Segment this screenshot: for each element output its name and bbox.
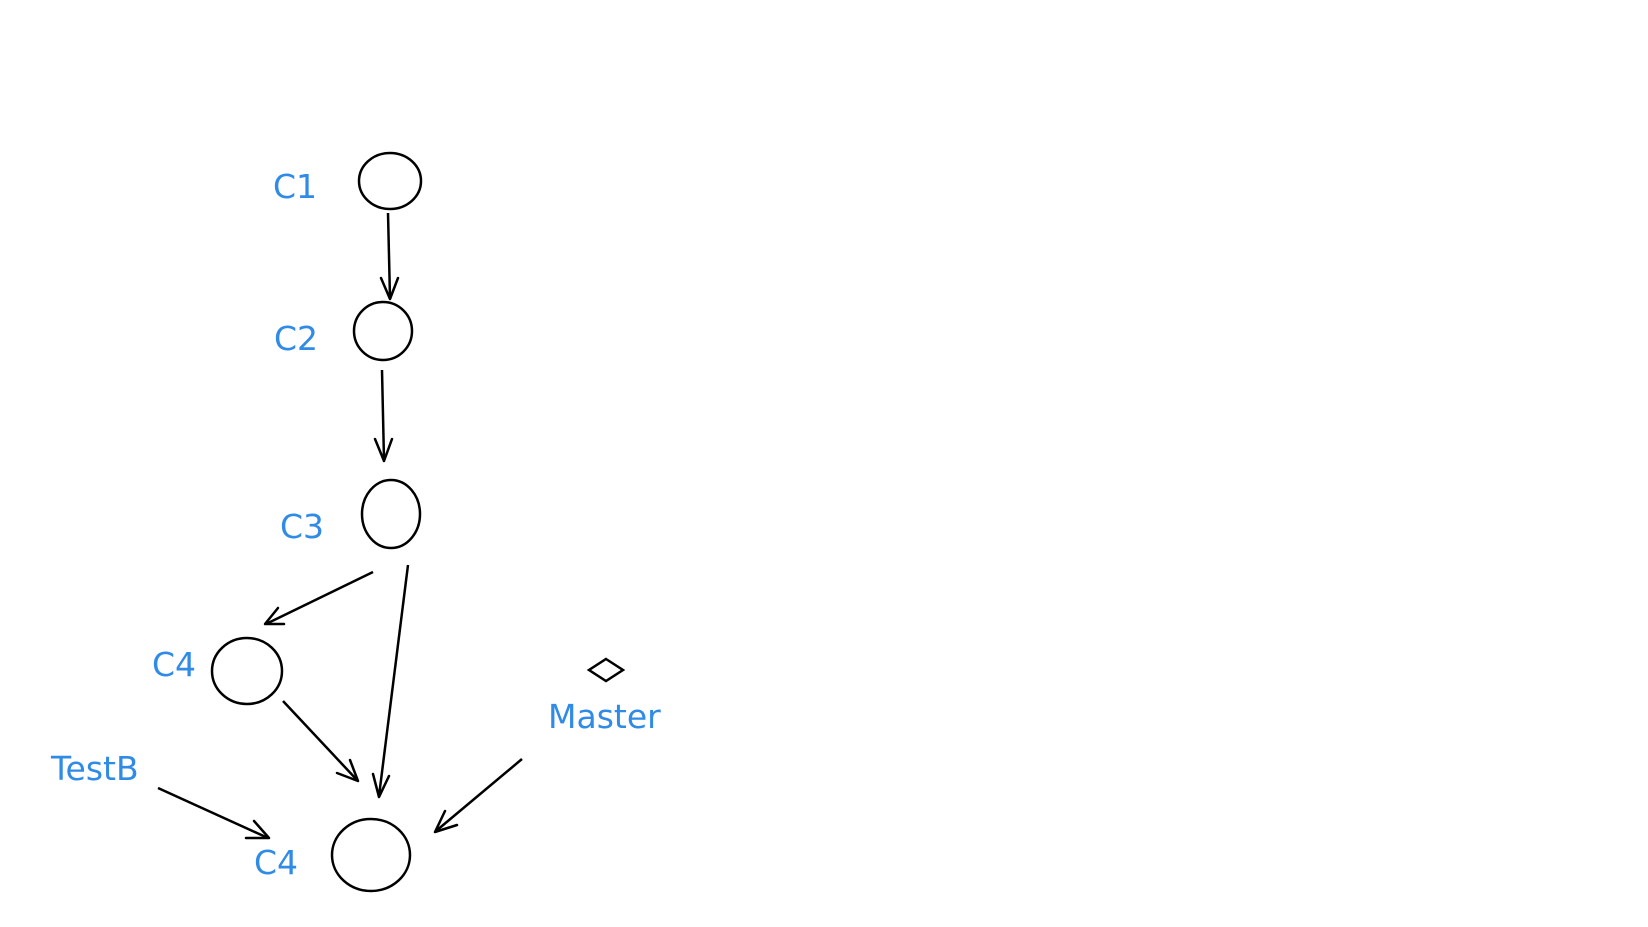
edges: [157, 212, 523, 840]
edge-c1-c2: [379, 212, 400, 301]
commit-circle[interactable]: [357, 151, 423, 211]
branch-label[interactable]: TestB: [50, 749, 139, 788]
ref-master[interactable]: Master: [548, 657, 661, 736]
head-marker-icon: [586, 657, 626, 683]
edge-c3-c4b: [371, 564, 410, 799]
edge-testb-c4b: [157, 786, 271, 840]
node-c2[interactable]: C2: [274, 300, 414, 362]
commit-circle[interactable]: [330, 817, 412, 893]
node-c1[interactable]: C1: [273, 151, 423, 211]
node-c4a[interactable]: C4: [152, 636, 284, 706]
commit-label: C2: [274, 319, 318, 358]
commit-label: C4: [152, 645, 196, 684]
edge-c4a-c4b: [282, 700, 360, 783]
node-c3[interactable]: C3: [280, 478, 422, 550]
commit-circle[interactable]: [352, 300, 414, 362]
commit-circle[interactable]: [360, 478, 422, 550]
commit-label: C1: [273, 167, 317, 206]
node-c4b[interactable]: C4: [254, 817, 412, 893]
edge-c3-c4a: [263, 570, 374, 626]
edge-master-c4b: [433, 758, 523, 834]
ref-testb[interactable]: TestB: [50, 749, 139, 788]
edge-c2-c3: [373, 369, 394, 463]
branch-label[interactable]: Master: [548, 697, 661, 736]
commit-label: C4: [254, 843, 298, 882]
commit-circle[interactable]: [210, 636, 284, 706]
commit-label: C3: [280, 507, 324, 546]
